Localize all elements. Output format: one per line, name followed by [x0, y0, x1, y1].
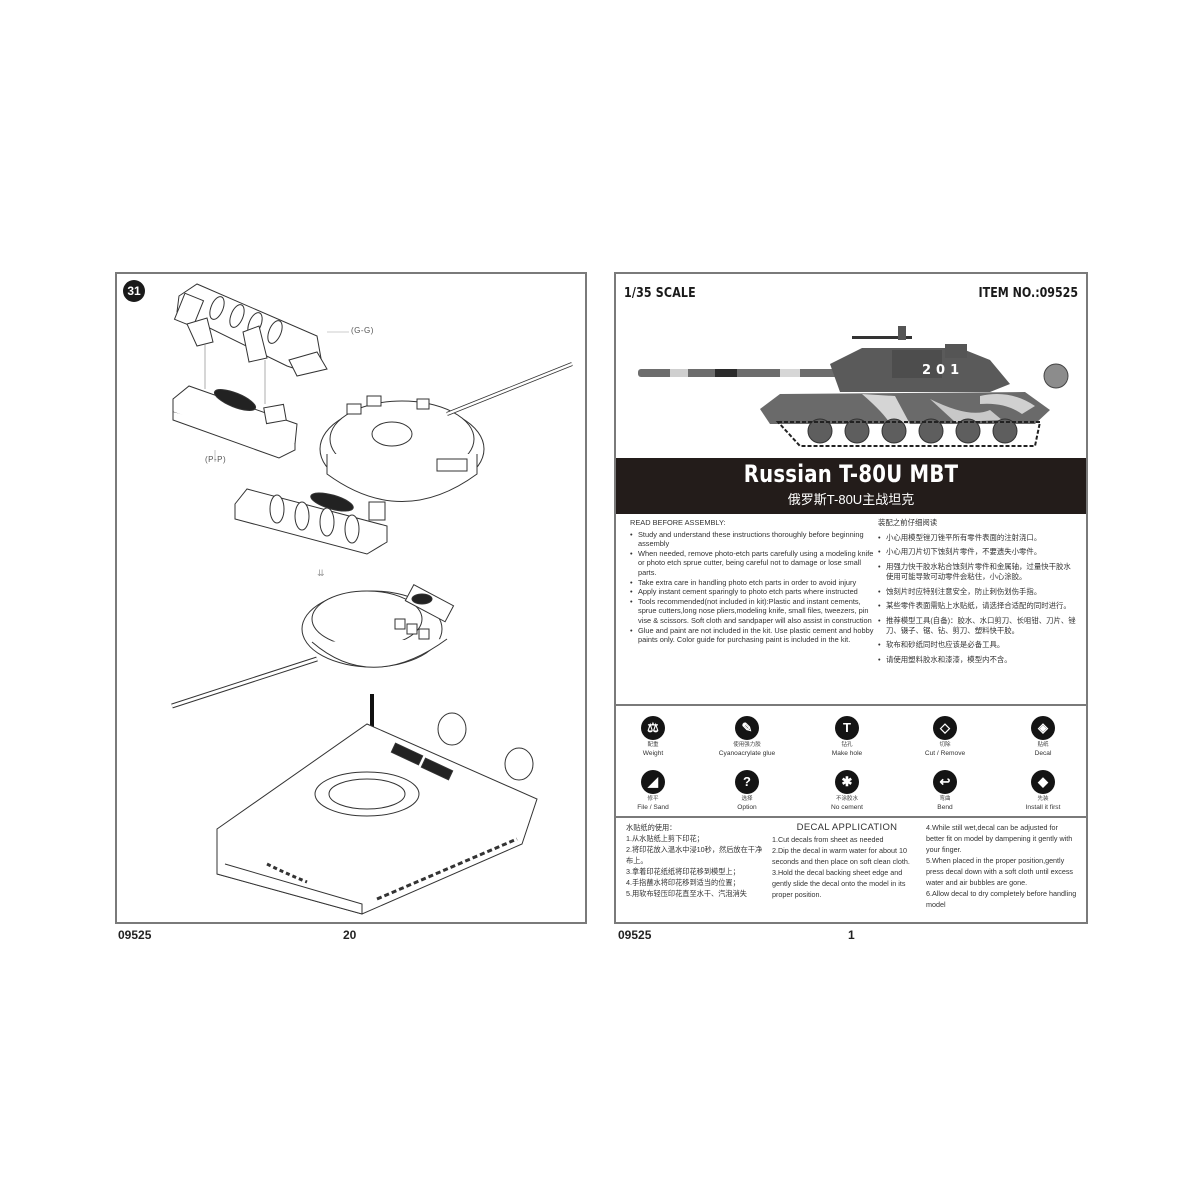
- title-banner: Russian T-80U MBT 俄罗斯T-80U主战坦克: [616, 458, 1086, 514]
- install-first-icon: ◆: [1031, 770, 1055, 794]
- legend-option: ? 选择 Option: [702, 770, 792, 811]
- turret-illustration: [319, 362, 573, 502]
- instruction-bullet-cn: 推荐模型工具(自备)：胶水、水口剪刀、长咀钳、刀片、锉刀、镊子、锯、钻、剪刀、塑…: [878, 616, 1078, 635]
- drill-icon: T: [835, 716, 859, 740]
- decal-icon: ◈: [1031, 716, 1055, 740]
- legend-glue: ✎ 使用强力胶 Cyanoacrylate glue: [702, 716, 792, 757]
- decal-instructions-cn: 水贴纸的使用： 1.从水贴纸上剪下印花； 2.将印花放入温水中浸10秒，然后放在…: [626, 823, 763, 898]
- left-footer-page-no: 20: [343, 928, 357, 942]
- svg-text:⇊: ⇊: [317, 568, 325, 578]
- decal-application-heading: DECAL APPLICATION: [796, 822, 898, 833]
- read-before-assembly-section: READ BEFORE ASSEMBLY: Study and understa…: [616, 514, 1086, 706]
- read-before-en: READ BEFORE ASSEMBLY: Study and understa…: [630, 518, 878, 645]
- glue-icon: ✎: [735, 716, 759, 740]
- read-before-heading-en: READ BEFORE ASSEMBLY:: [630, 518, 726, 527]
- decal-application-en: DECAL APPLICATION 1.Cut decals from shee…: [772, 822, 922, 900]
- right-footer-item-no: 09525: [618, 928, 652, 942]
- item-number-label: ITEM NO.:09525: [978, 286, 1078, 301]
- scale-label: 1/35 SCALE: [624, 286, 696, 301]
- instruction-bullet-cn: 某些零件表面需贴上水贴纸，请选择合适配的同时进行。: [878, 601, 1078, 611]
- instruction-bullet-cn: 请使用塑料胶水和漆漆，模型内不含。: [878, 655, 1078, 665]
- decal-application-en-cont: 4.While still wet,decal can be adjusted …: [926, 823, 1077, 909]
- legend-cut-remove: ◇ 切除 Cut / Remove: [900, 716, 990, 757]
- hull-illustration: [216, 712, 538, 915]
- legend-decal: ◈ 贴纸 Decal: [998, 716, 1088, 757]
- instruction-bullet-cn: 用强力快干胶水粘合蚀刻片零件和金属轴，过量快干胶水使用可能导致可动零件会粘住，小…: [878, 562, 1078, 581]
- instruction-bullet: When needed, remove photo-etch parts car…: [630, 549, 878, 578]
- symbol-legend: ⚖ 配重 Weight ✎ 使用强力胶 Cyanoacrylate glue T…: [616, 706, 1086, 818]
- right-footer-page-no: 1: [848, 928, 855, 942]
- instruction-bullet-cn: 蚀刻片时应特别注意安全，防止刺伤划伤手指。: [878, 587, 1078, 597]
- option-icon: ?: [735, 770, 759, 794]
- part-label-g-g: (G-G): [351, 326, 374, 335]
- tank-profile-illustration: 201: [638, 326, 1069, 447]
- lower-turret-illustration: [171, 584, 455, 709]
- instruction-cover-page: 1/35 SCALE ITEM NO.:09525 201: [614, 272, 1088, 924]
- read-before-cn: 装配之前仔细阅读 小心用模型锉刀锉平所有零件表面的注射浇口。 小心用刀片切下蚀刻…: [878, 518, 1078, 670]
- legend-no-cement: ✱ 不涂胶水 No cement: [802, 770, 892, 811]
- part-label-p-p: (P-P): [205, 455, 227, 464]
- legend-file-sand: ◢ 修平 File / Sand: [608, 770, 698, 811]
- file-icon: ◢: [641, 770, 665, 794]
- part-g-g-illustration: [173, 283, 328, 377]
- instruction-bullet: Take extra care in handling photo etch p…: [630, 578, 878, 588]
- decal-section: 水贴纸的使用： 1.从水贴纸上剪下印花； 2.将印花放入温水中浸10秒，然后放在…: [616, 818, 1086, 922]
- instruction-bullet-cn: 小心用模型锉刀锉平所有零件表面的注射浇口。: [878, 533, 1078, 543]
- step-number-badge: 31: [123, 280, 145, 302]
- read-before-heading-cn: 装配之前仔细阅读: [878, 518, 938, 527]
- part-p-p-illustration: [172, 385, 298, 459]
- product-title-cn: 俄罗斯T-80U主战坦克: [787, 492, 915, 507]
- instruction-bullet-cn: 小心用刀片切下蚀刻片零件，不要遗失小零件。: [878, 547, 1078, 557]
- no-cement-icon: ✱: [835, 770, 859, 794]
- instruction-bullet-cn: 软布和砂纸同时也应该是必备工具。: [878, 640, 1078, 650]
- instruction-bullet: Study and understand these instructions …: [630, 530, 878, 549]
- middle-tube-illustration: [234, 488, 388, 555]
- legend-install-first: ◆ 先装 Install it first: [998, 770, 1088, 811]
- left-footer-item-no: 09525: [118, 928, 152, 942]
- legend-bend: ↩ 弯曲 Bend: [900, 770, 990, 811]
- bend-icon: ↩: [933, 770, 957, 794]
- assembly-diagram: ⇊: [171, 283, 573, 915]
- product-title-en: Russian T-80U MBT: [743, 460, 959, 488]
- instruction-bullet: Tools recommended(not included in kit):P…: [630, 597, 878, 626]
- legend-make-hole: T 钻孔 Make hole: [802, 716, 892, 757]
- instruction-bullet: Apply instant cement sparingly to photo …: [630, 587, 878, 597]
- legend-weight: ⚖ 配重 Weight: [608, 716, 698, 757]
- cut-icon: ◇: [933, 716, 957, 740]
- instruction-bullet: Glue and paint are not included in the k…: [630, 626, 878, 645]
- tank-number: 201: [922, 363, 964, 378]
- weight-icon: ⚖: [641, 716, 665, 740]
- instruction-page-20: 31: [115, 272, 587, 924]
